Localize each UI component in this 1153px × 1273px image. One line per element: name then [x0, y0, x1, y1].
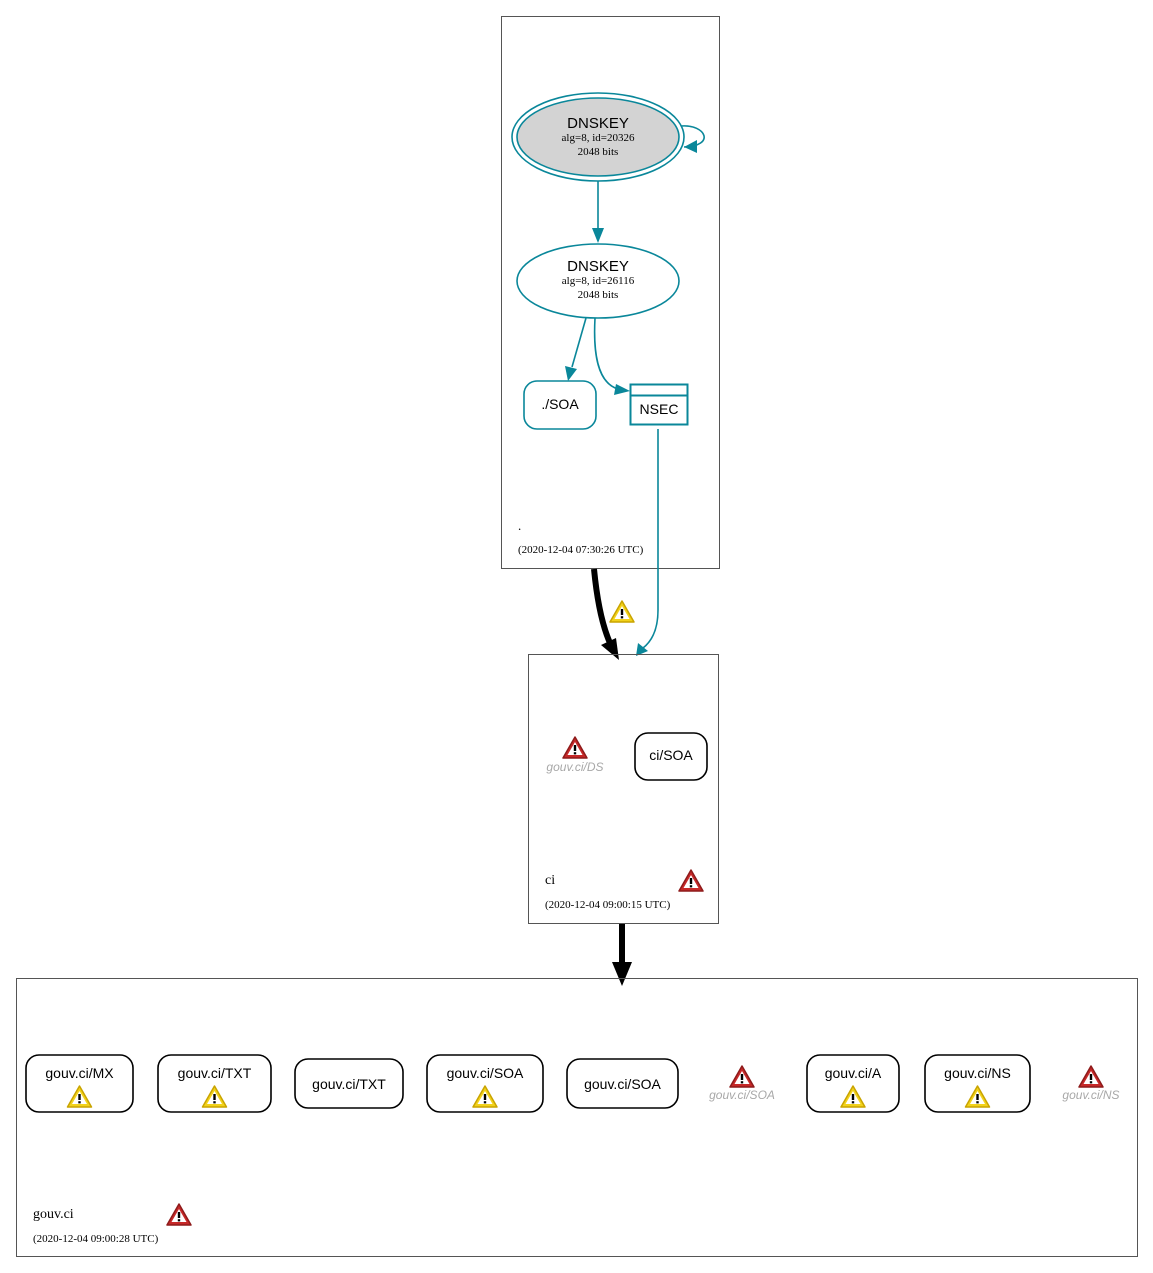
delegation-root-to-ci-edge	[591, 568, 613, 645]
zone-gouv-error-icon[interactable]	[166, 1203, 192, 1226]
dnskey-zsk-bits: 2048 bits	[578, 289, 619, 301]
record-node-txt-2[interactable]: gouv.ci/TXT	[294, 1058, 404, 1109]
record-label: gouv.ci/TXT	[178, 1065, 252, 1081]
ci-soa-node[interactable]: ci/SOA	[634, 732, 708, 781]
zone-gouv-timestamp: (2020-12-04 09:00:28 UTC)	[33, 1233, 159, 1245]
record-label: gouv.ci/SOA	[584, 1076, 661, 1092]
nsec-label: NSEC	[640, 401, 679, 417]
dnskey-ksk-detail: alg=8, id=20326	[562, 132, 635, 144]
error-icon[interactable]	[729, 1065, 755, 1088]
zone-ci-border	[528, 654, 719, 924]
zone-root-timestamp: (2020-12-04 07:30:26 UTC)	[518, 544, 644, 556]
nsec-to-ci-edge	[642, 429, 659, 649]
delegation-root-to-ci-warning-icon[interactable]	[609, 600, 635, 623]
root-soa-label: ./SOA	[541, 396, 579, 412]
record-label: gouv.ci/SOA	[447, 1065, 524, 1081]
record-node-a[interactable]: gouv.ci/A	[806, 1054, 900, 1113]
dnskey-ksk-bits: 2048 bits	[578, 146, 619, 158]
record-node-soa-1[interactable]: gouv.ci/SOA	[426, 1054, 544, 1113]
delegation-root-to-ci-arrowhead	[601, 638, 619, 660]
record-node-soa-2[interactable]: gouv.ci/SOA	[566, 1058, 679, 1109]
record-label: gouv.ci/NS	[1062, 1088, 1119, 1102]
ksk-self-arrowhead	[684, 140, 697, 153]
zone-gouv-name: gouv.ci	[33, 1207, 74, 1222]
record-node-txt-1[interactable]: gouv.ci/TXT	[157, 1054, 272, 1113]
zone-ci-timestamp: (2020-12-04 09:00:15 UTC)	[545, 899, 671, 911]
zsk-to-soa-arrowhead	[565, 366, 577, 381]
zsk-to-soa-edge	[571, 317, 587, 368]
zone-ci-error-icon[interactable]	[678, 869, 704, 892]
dnskey-zsk-title: DNSKEY	[567, 258, 629, 275]
dnskey-zsk-node[interactable]: DNSKEY alg=8, id=26116 2048 bits	[516, 243, 680, 319]
record-label: gouv.ci/SOA	[709, 1088, 775, 1102]
zone-gouv: gouv.ci/MX gouv.ci/TXT gouv.ci/TXT gouv.…	[16, 978, 1138, 1257]
dnskey-ksk-title: DNSKEY	[567, 115, 629, 132]
zone-gouv-border	[16, 978, 1138, 1257]
error-icon[interactable]	[1078, 1065, 1104, 1088]
record-node-ns-missing[interactable]: gouv.ci/NS	[1062, 1065, 1120, 1102]
zone-ci: gouv.ci/DS ci/SOA ci (2020-12-04 09:00:1…	[528, 654, 719, 924]
record-label: gouv.ci/NS	[944, 1065, 1011, 1081]
record-node-soa-missing[interactable]: gouv.ci/SOA	[709, 1065, 775, 1102]
nsec-node[interactable]: NSEC	[629, 383, 689, 426]
zone-root-border	[501, 16, 720, 569]
record-label: gouv.ci/MX	[45, 1065, 114, 1081]
ci-soa-label: ci/SOA	[649, 747, 693, 763]
dnskey-ksk-node[interactable]: DNSKEY alg=8, id=20326 2048 bits	[511, 92, 685, 182]
delegation-ci-to-gouv-arrowhead	[612, 962, 632, 986]
ds-error-icon[interactable]	[562, 736, 588, 759]
record-label: gouv.ci/TXT	[312, 1076, 386, 1092]
root-soa-node[interactable]: ./SOA	[523, 380, 597, 430]
zsk-to-nsec-arrowhead	[614, 384, 630, 395]
zsk-to-nsec-edge	[593, 317, 619, 390]
zone-root-name: .	[518, 518, 521, 533]
nsec-to-ci-arrowhead	[636, 643, 648, 656]
record-node-mx[interactable]: gouv.ci/MX	[25, 1054, 134, 1113]
ksk-to-zsk-arrowhead	[592, 228, 604, 243]
record-node-ns[interactable]: gouv.ci/NS	[924, 1054, 1031, 1113]
zone-root: DNSKEY alg=8, id=20326 2048 bits DNSKEY …	[501, 16, 720, 569]
zone-ci-name: ci	[545, 873, 555, 888]
dnskey-zsk-detail: alg=8, id=26116	[562, 275, 635, 287]
record-label: gouv.ci/A	[825, 1065, 882, 1081]
ci-ds-label: gouv.ci/DS	[546, 760, 603, 774]
